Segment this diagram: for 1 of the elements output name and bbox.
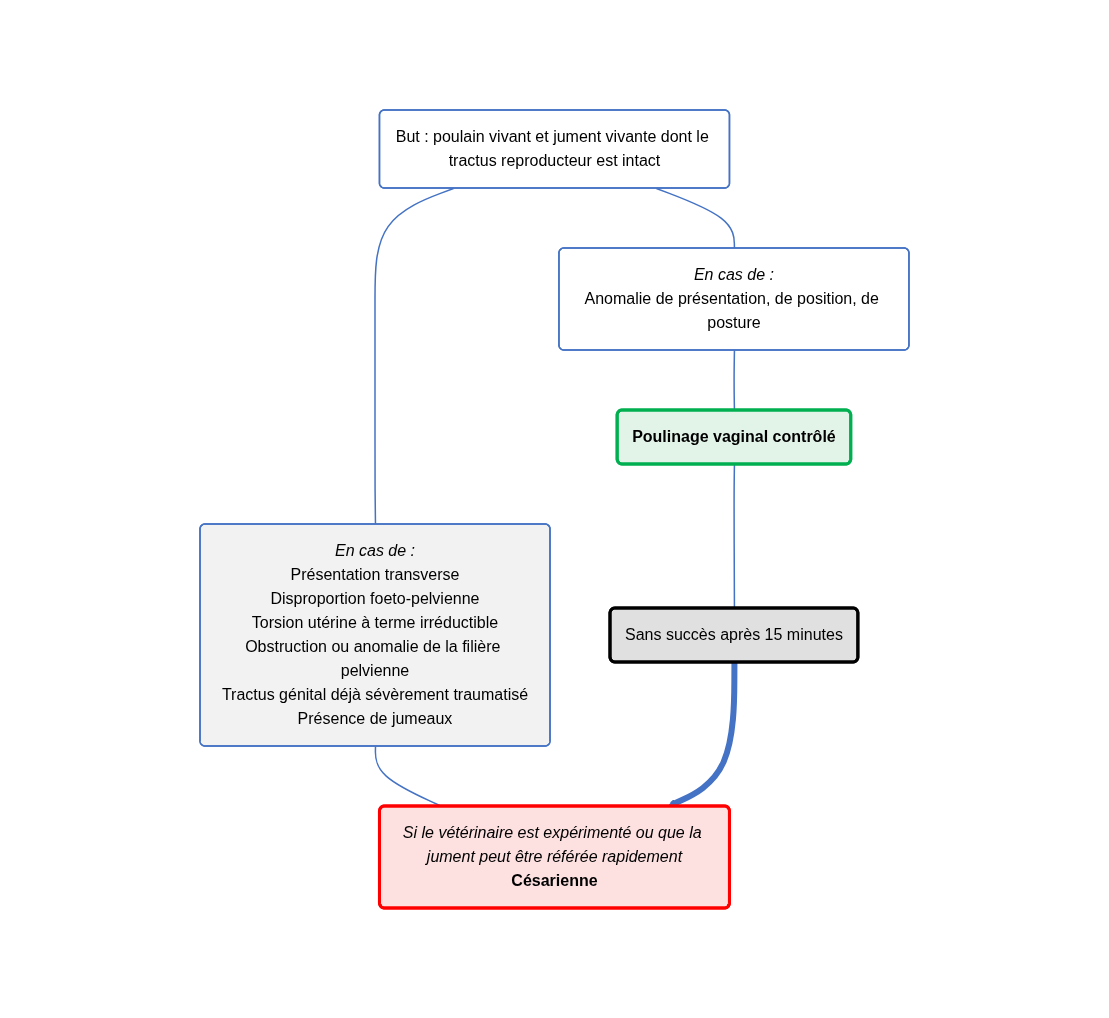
connector: [655, 187, 736, 250]
